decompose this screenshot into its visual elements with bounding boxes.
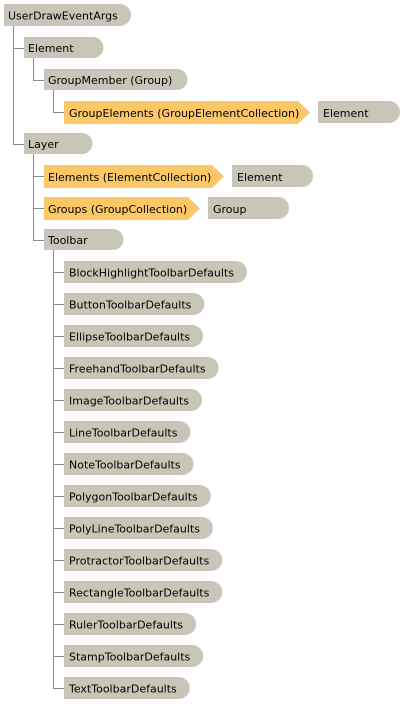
node-layer[interactable]: Layer <box>24 133 93 154</box>
node-rectangle-toolbar-defaults[interactable]: RectangleToolbarDefaults <box>64 581 223 603</box>
node-button-toolbar-defaults-label: ButtonToolbarDefaults <box>69 299 192 312</box>
node-group-elements-item-label: Element <box>323 107 369 120</box>
connector-toolbar-trunk <box>53 250 64 689</box>
node-groups-collection[interactable]: Groups (GroupCollection) <box>44 197 200 220</box>
node-toolbar[interactable]: Toolbar <box>44 229 124 250</box>
node-protractor-toolbar-defaults-label: ProtractorToolbarDefaults <box>69 555 209 568</box>
node-elements-collection-label: Elements (ElementCollection) <box>48 171 211 184</box>
node-text-toolbar-defaults[interactable]: TextToolbarDefaults <box>64 677 190 699</box>
node-group-elements-label: GroupElements (GroupElementCollection) <box>69 107 299 120</box>
node-root[interactable]: UserDrawEventArgs <box>4 4 131 26</box>
node-button-toolbar-defaults[interactable]: ButtonToolbarDefaults <box>64 293 205 315</box>
node-poly-line-toolbar-defaults[interactable]: PolyLineToolbarDefaults <box>64 517 213 539</box>
node-image-toolbar-defaults-label: ImageToolbarDefaults <box>69 395 189 408</box>
node-rectangle-toolbar-defaults-label: RectangleToolbarDefaults <box>69 587 210 600</box>
node-elements-item[interactable]: Element <box>232 165 313 187</box>
node-group-elements-item[interactable]: Element <box>318 101 400 123</box>
node-root-label: UserDrawEventArgs <box>8 10 118 23</box>
node-stamp-toolbar-defaults-label: StampToolbarDefaults <box>69 651 191 664</box>
node-ellipse-toolbar-defaults[interactable]: EllipseToolbarDefaults <box>64 325 204 347</box>
node-group-elements-collection[interactable]: GroupElements (GroupElementCollection) <box>64 101 310 124</box>
node-polygon-toolbar-defaults[interactable]: PolygonToolbarDefaults <box>64 485 211 507</box>
node-elements-item-label: Element <box>237 171 283 184</box>
connector-element-groupmember <box>33 58 44 81</box>
node-block-highlight-toolbar-defaults-label: BlockHighlightToolbarDefaults <box>69 267 234 280</box>
tree-connectors <box>13 26 64 689</box>
node-polygon-toolbar-defaults-label: PolygonToolbarDefaults <box>69 491 198 504</box>
node-ruler-toolbar-defaults[interactable]: RulerToolbarDefaults <box>64 613 197 635</box>
node-line-toolbar-defaults[interactable]: LineToolbarDefaults <box>64 421 191 443</box>
node-line-toolbar-defaults-label: LineToolbarDefaults <box>69 427 178 440</box>
node-stamp-toolbar-defaults[interactable]: StampToolbarDefaults <box>64 645 204 667</box>
toolbar-defaults-list: BlockHighlightToolbarDefaultsButtonToolb… <box>64 261 247 699</box>
node-group-member-label: GroupMember (Group) <box>48 74 172 87</box>
node-freehand-toolbar-defaults[interactable]: FreehandToolbarDefaults <box>64 357 219 379</box>
node-poly-line-toolbar-defaults-label: PolyLineToolbarDefaults <box>69 523 200 536</box>
node-elements-collection[interactable]: Elements (ElementCollection) <box>44 165 224 188</box>
node-protractor-toolbar-defaults[interactable]: ProtractorToolbarDefaults <box>64 549 223 571</box>
node-note-toolbar-defaults[interactable]: NoteToolbarDefaults <box>64 453 194 475</box>
node-freehand-toolbar-defaults-label: FreehandToolbarDefaults <box>69 363 206 376</box>
node-groups-item-label: Group <box>213 203 247 216</box>
node-note-toolbar-defaults-label: NoteToolbarDefaults <box>69 459 181 472</box>
node-text-toolbar-defaults-label: TextToolbarDefaults <box>68 683 177 696</box>
node-block-highlight-toolbar-defaults[interactable]: BlockHighlightToolbarDefaults <box>64 261 247 283</box>
node-image-toolbar-defaults[interactable]: ImageToolbarDefaults <box>64 389 202 411</box>
node-ellipse-toolbar-defaults-label: EllipseToolbarDefaults <box>69 331 190 344</box>
connector-root-trunk <box>13 26 24 145</box>
connector-groupmember-groupelements <box>53 90 64 113</box>
node-groups-item[interactable]: Group <box>208 197 289 219</box>
node-layer-label: Layer <box>28 138 59 151</box>
connector-layer-trunk <box>33 154 44 241</box>
node-groups-collection-label: Groups (GroupCollection) <box>48 203 187 216</box>
node-ruler-toolbar-defaults-label: RulerToolbarDefaults <box>69 619 183 632</box>
node-element[interactable]: Element <box>24 37 104 58</box>
node-group-member[interactable]: GroupMember (Group) <box>44 69 188 90</box>
node-element-label: Element <box>28 42 74 55</box>
node-toolbar-label: Toolbar <box>47 234 88 247</box>
